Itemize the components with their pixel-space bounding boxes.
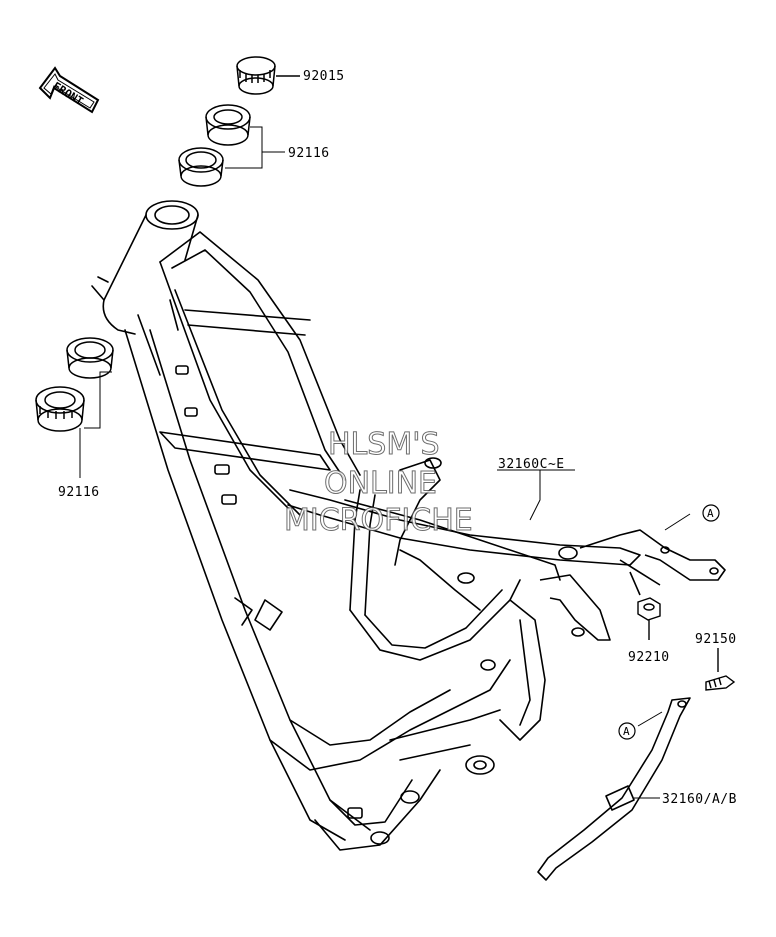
part-number-92150: 92150 <box>695 632 737 647</box>
steering-bearing-upper <box>205 104 251 146</box>
callout-a-lower: A <box>618 722 636 740</box>
part-number-92015: 92015 <box>303 69 345 84</box>
part-number-92116-top: 92116 <box>288 146 330 161</box>
bearing-race-upper <box>178 147 224 187</box>
leader-92116-left <box>79 371 112 478</box>
steering-lock-nut <box>236 56 300 95</box>
rear-frame-pipe <box>537 697 691 881</box>
part-number-92210: 92210 <box>628 650 670 665</box>
watermark: HLSM'S ONLINE MICROFICHE <box>284 427 474 539</box>
bearing-race-lower <box>66 337 114 379</box>
part-number-32160c: 32160C~E <box>498 457 565 472</box>
callout-a-lower-letter: A <box>623 725 630 738</box>
part-number-32160ab: 32160/A/B <box>662 792 737 807</box>
watermark-line2: ONLINE <box>324 466 437 501</box>
collar-nut <box>637 597 661 640</box>
main-frame <box>91 200 641 851</box>
watermark-line1: HLSM'S <box>328 427 440 462</box>
callout-a-upper-letter: A <box>707 507 714 520</box>
leader-32160ab <box>634 711 663 799</box>
leader-32160c <box>497 469 691 531</box>
part-number-92116-left: 92116 <box>58 485 100 500</box>
watermark-line3: MICROFICHE <box>284 503 473 538</box>
steering-bearing-lower <box>35 386 85 432</box>
front-arrow-icon: FRONT <box>38 66 100 114</box>
leader-92116-top <box>225 126 285 169</box>
bolt <box>705 648 736 691</box>
callout-a-upper: A <box>702 504 720 522</box>
rear-frame-subassembly <box>539 529 726 641</box>
